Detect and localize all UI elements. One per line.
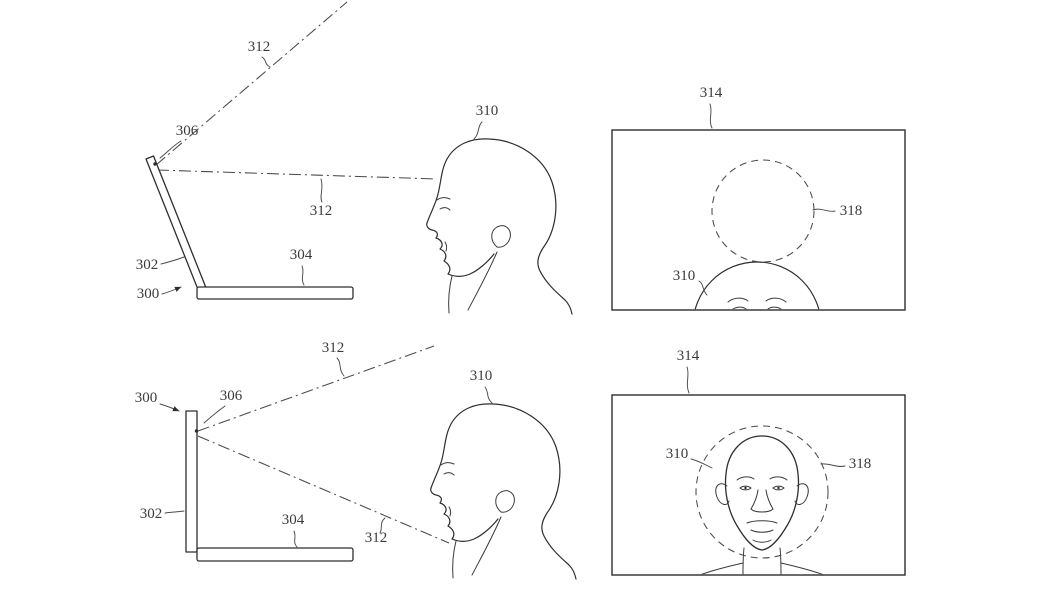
leader-302: [160, 256, 185, 265]
neck-right-line: [779, 547, 782, 575]
neck-left-line: [742, 547, 745, 575]
ref-310-head: 310: [470, 368, 493, 384]
framed-right-eye: [767, 306, 782, 310]
figure-bottom: 312 310 314 300 306 302 304 312 310 318: [135, 340, 906, 580]
left-pupil: [744, 486, 747, 490]
right-eyebrow: [769, 476, 788, 481]
leader-314: [709, 103, 713, 129]
leader-304: [293, 530, 298, 548]
target-zone-circle: [711, 159, 815, 263]
shoulder-left: [700, 562, 744, 575]
ref-314-frame: 314: [677, 348, 700, 364]
ref-302-display: 302: [136, 257, 159, 273]
ref-314-frame: 314: [700, 85, 723, 101]
ref-300-device: 300: [135, 390, 158, 406]
leader-310-head: [484, 386, 493, 404]
laptop-base: [196, 547, 354, 562]
target-zone-circle: [695, 425, 829, 559]
camera-dot: [194, 429, 199, 433]
framed-left-eyebrow: [727, 297, 749, 303]
face-outline: [724, 435, 800, 551]
user-head-profile: [426, 138, 573, 315]
leader-304: [301, 265, 305, 286]
ref-304-base: 304: [290, 247, 313, 263]
leader-312-mid: [320, 178, 323, 203]
framed-content: [700, 435, 824, 575]
leader-318: [812, 208, 836, 212]
ref-312-fov-lower: 312: [365, 530, 388, 546]
fov-beam-lower: [197, 435, 450, 544]
left-ear: [715, 483, 730, 505]
right-eye: [772, 485, 785, 491]
ref-310-head: 310: [476, 103, 499, 119]
leader-310-framed: [698, 280, 708, 296]
ref-304-base: 304: [282, 512, 305, 528]
ref-302-display: 302: [140, 506, 163, 522]
chin-crease: [752, 539, 772, 543]
ref-306-camera: 306: [176, 123, 199, 139]
fov-beam-upper: [197, 345, 435, 432]
ref-300-device: 300: [137, 286, 160, 302]
ref-318-target-zone: 318: [840, 203, 863, 219]
arrow-300: [159, 403, 180, 412]
user-head-profile: [430, 403, 577, 580]
leader-306: [159, 140, 182, 159]
ref-306-camera: 306: [220, 388, 243, 404]
fov-beam-upper: [155, 1, 348, 166]
nostrils: [750, 508, 774, 513]
leader-318: [820, 463, 846, 467]
laptop-base: [196, 286, 354, 300]
right-pupil: [777, 486, 780, 490]
camera-axis-line: [156, 169, 438, 180]
leader-314: [686, 366, 690, 394]
left-eyebrow: [736, 476, 755, 481]
ref-312-fov-upper: 312: [322, 340, 345, 356]
leader-310-framed: [690, 458, 713, 469]
leader-312-upper: [261, 56, 271, 68]
framed-left-eye: [732, 306, 747, 310]
capture-frame: [611, 129, 906, 311]
leader-310-head: [473, 121, 483, 140]
leader-312-upper: [336, 357, 345, 377]
left-eye: [739, 485, 752, 491]
lower-lip: [750, 529, 774, 533]
leader-312-lower: [379, 517, 386, 534]
laptop-display-panel: [185, 410, 198, 553]
ref-312-fov-mid: 312: [310, 203, 333, 219]
ref-312-fov-upper: 312: [248, 39, 271, 55]
shoulder-right: [780, 562, 824, 575]
right-ear: [794, 483, 809, 505]
mouth: [746, 520, 778, 524]
nose-right-line: [765, 489, 774, 510]
nose-left-line: [750, 489, 759, 510]
leader-302: [164, 510, 185, 514]
camera-dot: [153, 162, 157, 166]
ref-310-framed-head: 310: [673, 268, 696, 284]
figure-top: 312 306 312 302 300 304 310 314 318 310: [136, 1, 906, 315]
arrow-300: [161, 286, 182, 295]
ref-310-framed-head: 310: [666, 446, 689, 462]
ref-318-target-zone: 318: [849, 456, 872, 472]
framed-right-eyebrow: [765, 297, 787, 303]
leader-306: [203, 405, 226, 424]
